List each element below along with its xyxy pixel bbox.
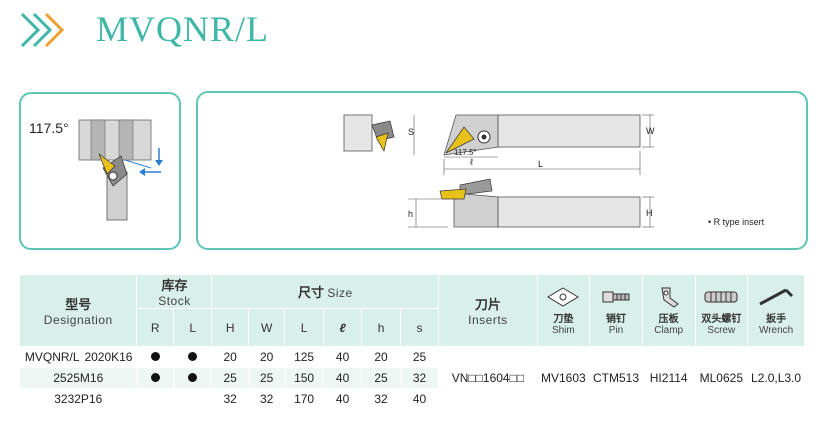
dim-label-l: L (538, 159, 543, 169)
chevron-right-icon (20, 12, 65, 48)
col-size-W: W (247, 308, 286, 347)
size-s-cell: 40 (399, 388, 440, 410)
size-H-cell: 32 (211, 388, 249, 410)
size-L-cell: 125 (284, 346, 324, 368)
wrench-cell: L2.0,L3.0 (747, 346, 805, 410)
stock-r-cell (136, 388, 174, 410)
size-H-cell: 25 (211, 367, 249, 389)
col-designation: 型号 Designation (18, 274, 138, 347)
size-l-cell: 40 (322, 367, 363, 389)
wrench-icon (759, 288, 794, 305)
dim-label-small-l: ℓ (470, 157, 474, 167)
in-stock-dot (188, 373, 198, 382)
table-row: MVQNR/L 2020K16 20 20 125 40 20 25 VN□□1… (18, 346, 805, 410)
col-size-l: ℓ (322, 308, 363, 347)
col-size-L: L (284, 308, 324, 347)
pin-icon (602, 291, 630, 302)
screw-icon (704, 291, 738, 302)
col-pin: 销钉 Pin (589, 274, 643, 347)
col-screw: 双头螺钉 Screw (694, 274, 749, 347)
shim-cell: MV1603 (536, 346, 591, 410)
designation-cell: 2525M16 (18, 367, 138, 389)
in-stock-dot (150, 352, 160, 361)
table-row: 3232P16 32 32 170 40 32 40 (18, 388, 805, 410)
pin-cell: CTM513 (589, 346, 643, 410)
clamp-icon (661, 287, 679, 308)
col-stock-r: R (136, 308, 174, 347)
stock-l-cell (172, 346, 213, 368)
tool-approach-diagram (78, 119, 163, 221)
shim-icon (547, 286, 580, 307)
stock-r-cell (136, 346, 174, 368)
col-stock-l: L (172, 308, 213, 347)
size-L-cell: 170 (284, 388, 324, 410)
size-h-cell: 25 (361, 367, 401, 389)
page-title: MVQNR/L (96, 9, 270, 49)
col-inserts: 刀片 Inserts (438, 274, 538, 347)
size-W-cell: 20 (247, 346, 286, 368)
designation-cell: 3232P16 (18, 388, 138, 410)
dim-label-h: h (408, 209, 413, 219)
size-s-cell: 32 (399, 367, 440, 389)
tool-dimension-diagram: S W L ℓ 117.5° h H • R type insert (343, 114, 765, 228)
size-W-cell: 32 (247, 388, 286, 410)
screw-cell: ML0625 (694, 346, 749, 410)
table-row: 2525M16 25 25 150 40 25 32 (18, 367, 805, 389)
col-size-s: s (399, 308, 440, 347)
col-clamp: 压板 Clamp (641, 274, 696, 347)
col-wrench: 扳手 Wrench (747, 274, 805, 347)
spec-table: 型号 Designation 库存 Stock 尺寸 Size 刀片 Inser… (18, 274, 805, 410)
dim-label-w: W (646, 126, 655, 136)
size-h-cell: 32 (361, 388, 401, 410)
stock-r-cell (136, 367, 174, 389)
size-H-cell: 20 (211, 346, 249, 368)
designation-cell: MVQNR/L 2020K16 (18, 346, 138, 368)
insert-type-note: • R type insert (708, 217, 765, 227)
col-shim: 刀垫 Shim (536, 274, 591, 347)
size-l-cell: 40 (322, 388, 363, 410)
size-W-cell: 25 (247, 367, 286, 389)
col-size: 尺寸 Size (211, 274, 440, 309)
angle-diagram-panel: 117.5° (19, 92, 181, 250)
approach-angle-label: 117.5° (29, 120, 69, 136)
col-stock: 库存 Stock (136, 274, 213, 309)
dim-label-big-h: H (646, 208, 653, 218)
size-L-cell: 150 (284, 367, 324, 389)
clamp-cell: HI2114 (641, 346, 696, 410)
col-size-H: H (211, 308, 249, 347)
size-h-cell: 20 (361, 346, 401, 368)
dim-label-angle: 117.5° (454, 148, 477, 157)
stock-l-cell (172, 388, 213, 410)
dimension-diagram-panel: S W L ℓ 117.5° h H • R type insert (196, 91, 808, 250)
size-l-cell: 40 (322, 346, 363, 368)
insert-cell: VN□□1604□□ (438, 346, 538, 410)
col-size-h: h (361, 308, 401, 347)
dim-label-s: S (408, 127, 414, 137)
stock-l-cell (172, 367, 213, 389)
size-s-cell: 25 (399, 346, 440, 368)
in-stock-dot (188, 352, 198, 361)
in-stock-dot (150, 373, 160, 382)
